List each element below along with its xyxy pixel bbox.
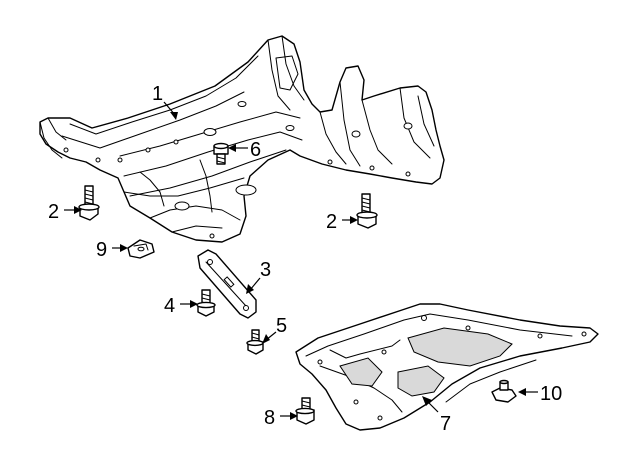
bolt-6[interactable] xyxy=(213,142,229,165)
arrow-4 xyxy=(190,300,198,308)
arrow-5 xyxy=(262,334,270,344)
callout-5: 5 xyxy=(276,315,287,337)
brace-bar[interactable] xyxy=(197,249,257,319)
bolt-5[interactable] xyxy=(246,329,264,355)
nut-10[interactable] xyxy=(491,379,517,403)
arrow-3 xyxy=(246,284,254,294)
callout-3: 3 xyxy=(260,259,271,281)
callout-8: 8 xyxy=(264,407,275,429)
arrow-9 xyxy=(120,244,128,252)
clip-nut-9[interactable] xyxy=(127,239,155,259)
bolt-8[interactable] xyxy=(295,397,315,425)
callout-2-left: 2 xyxy=(48,201,59,223)
callout-9: 9 xyxy=(96,239,107,261)
bolt-4[interactable] xyxy=(196,289,216,317)
callout-4: 4 xyxy=(164,295,175,317)
arrow-2-left xyxy=(74,206,82,214)
callout-2-right: 2 xyxy=(326,211,337,233)
arrow-7 xyxy=(422,396,432,406)
callout-1: 1 xyxy=(152,83,163,105)
arrow-1 xyxy=(170,112,178,120)
arrow-8 xyxy=(290,412,298,420)
callout-10: 10 xyxy=(540,383,562,405)
arrow-6 xyxy=(228,144,236,152)
arrow-10 xyxy=(518,388,526,396)
bolt-2-right[interactable] xyxy=(356,193,378,229)
under-cover-shield[interactable] xyxy=(295,303,599,431)
callout-6: 6 xyxy=(250,139,261,161)
arrow-2-right xyxy=(350,216,358,224)
callout-7: 7 xyxy=(440,413,451,435)
crossmember-subframe[interactable] xyxy=(39,35,445,243)
bolt-2-left[interactable] xyxy=(78,185,100,221)
